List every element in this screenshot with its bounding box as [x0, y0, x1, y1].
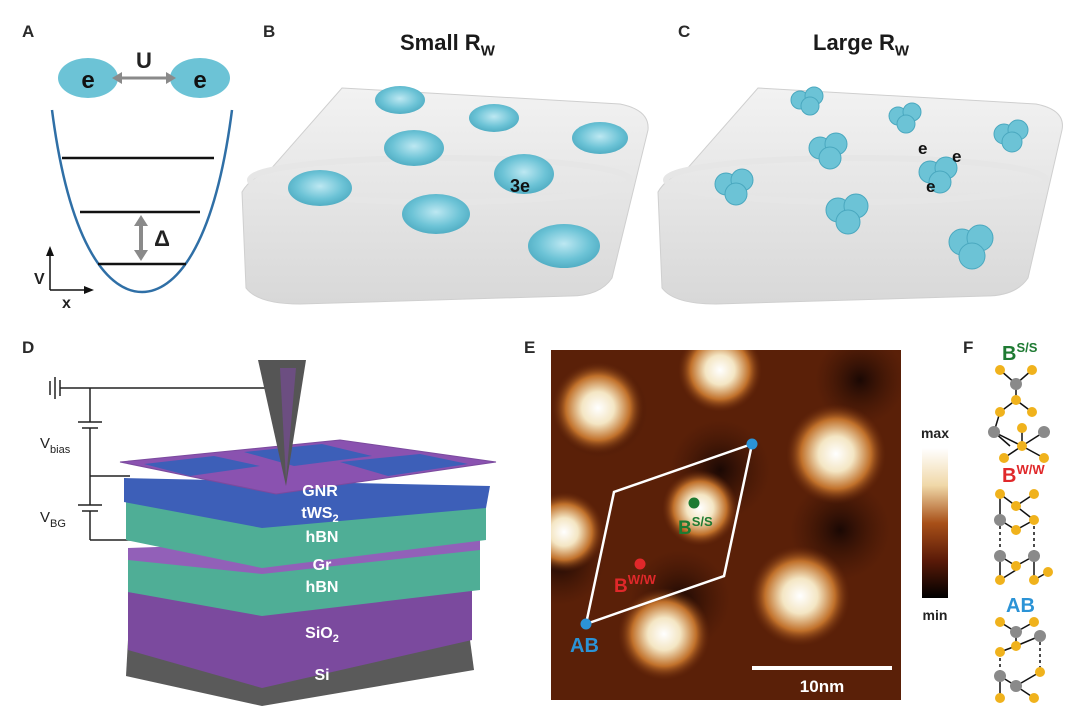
site-label-ab: AB [570, 635, 599, 657]
layer-sio2-side [128, 586, 472, 688]
stm-tip [258, 360, 306, 486]
site-label-bww: BW/W [614, 572, 657, 597]
panel-label-e: E [524, 338, 536, 357]
charge-peak [528, 224, 600, 268]
electron-right-label: e [193, 67, 206, 94]
electron-left [58, 58, 118, 98]
panel-c-annotation-3: e [926, 177, 935, 196]
charge-peak [375, 86, 425, 114]
circuit-wires [49, 377, 270, 541]
panel-label-d: D [22, 338, 35, 357]
panel-label-c: C [678, 22, 691, 41]
stacking-label-bww: BW/W [1002, 462, 1045, 487]
layer-gnr [119, 439, 497, 495]
site-marker-bww [634, 558, 646, 570]
stacking-structure-bww [999, 493, 1049, 581]
panel-label-a: A [22, 22, 35, 41]
panel-b-annotation: 3e [510, 176, 530, 196]
layer-label-si: Si [314, 667, 329, 684]
axis-y-label: V [34, 271, 45, 288]
interaction-arrowhead-left [112, 72, 122, 84]
gnr-window [144, 456, 260, 476]
site-marker-ab [580, 618, 592, 630]
panel-c-title-text: Large R [813, 30, 895, 55]
layer-label-hbn-top: hBN [306, 529, 339, 546]
axis-y-arrow [46, 246, 54, 256]
panel-c-title-sub: W [894, 42, 910, 60]
axis-x-arrow [84, 286, 94, 294]
v-bias-label: Vbias [40, 435, 71, 456]
panel-b-surface: 3e [241, 86, 649, 305]
panel-d-device: Vbias VBG GNR tWS2 hBN Gr hBN SiO2 Si [40, 360, 497, 706]
stacking-label-bss: BS/S [1002, 340, 1038, 365]
gap-arrowhead-bottom [134, 250, 148, 261]
stacking-atoms-bss [988, 365, 1050, 463]
site-label-bss: BS/S [678, 514, 713, 539]
gap-arrowhead-top [134, 215, 148, 226]
panel-a-diagram: e e U Δ V x [34, 48, 234, 312]
gnr-window [244, 444, 372, 466]
gap-label: Δ [154, 226, 170, 251]
colorbar-max-label: max [921, 425, 949, 441]
electron-left-label: e [81, 67, 94, 94]
layer-tws2 [124, 478, 490, 528]
panel-label-f: F [963, 338, 974, 357]
layer-label-sio2: SiO2 [305, 625, 339, 645]
layer-label-tws2: tWS2 [301, 505, 338, 525]
panel-c-annotation-2: e [952, 147, 961, 166]
charge-peak [288, 170, 352, 206]
colorbar-min-label: min [923, 607, 948, 623]
axis-x-label: x [62, 295, 71, 312]
interaction-label: U [136, 48, 152, 73]
layer-label-gr: Gr [313, 557, 332, 574]
v-bg-label: VBG [40, 509, 66, 530]
panel-c-surface: e e e [657, 86, 1063, 305]
electron-right [170, 58, 230, 98]
gnr-window [340, 454, 468, 476]
layer-label-hbn-bottom: hBN [306, 579, 339, 596]
panel-label-b: B [263, 22, 276, 41]
panel-c-annotation-1: e [918, 139, 927, 158]
charge-peak [402, 194, 470, 234]
stm-features [551, 350, 901, 680]
stacking-atoms-ab [994, 617, 1046, 703]
charge-trimer [714, 86, 1029, 270]
charge-peak [469, 104, 519, 132]
charge-peak [384, 130, 444, 166]
stm-tip-highlight [280, 368, 296, 480]
panel-c-title: Large RW [813, 30, 909, 59]
charge-peak [494, 154, 554, 194]
panel-b-title: Small RW [400, 30, 495, 59]
stacking-atoms-bww [994, 489, 1053, 585]
interaction-arrowhead-right [166, 72, 176, 84]
site-marker-ab [746, 438, 758, 450]
layer-label-gnr: GNR [302, 483, 338, 500]
colorbar [922, 448, 948, 598]
scale-bar-label: 10nm [800, 677, 844, 696]
potential-parabola [50, 109, 234, 294]
panel-b-title-sub: W [480, 42, 495, 60]
charge-peak [572, 122, 628, 154]
stacking-label-ab: AB [1006, 595, 1035, 617]
panel-b-title-text: Small R [400, 30, 481, 55]
site-marker-bss [688, 497, 700, 509]
